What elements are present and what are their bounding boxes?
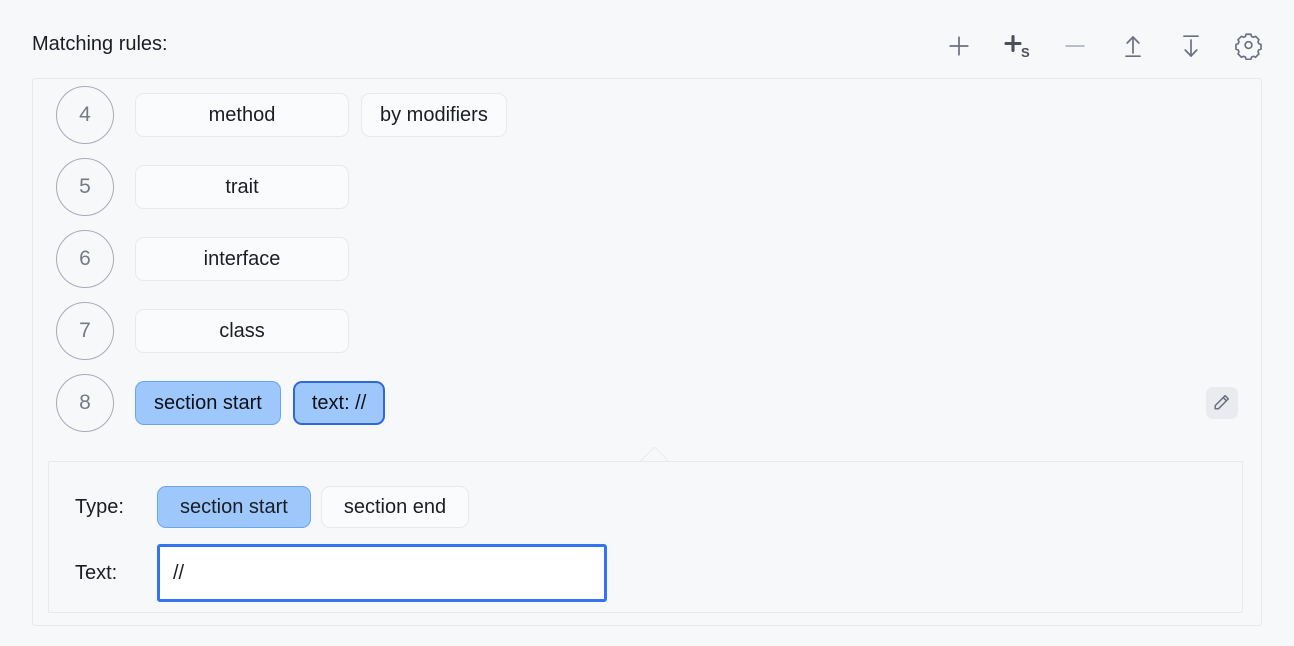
arrow-up-to-line-icon bbox=[1120, 32, 1146, 60]
minus-icon bbox=[1062, 33, 1088, 59]
rule-chip-kind[interactable]: trait bbox=[135, 165, 349, 209]
text-field-row: Text: bbox=[49, 543, 1242, 603]
rule-chip-kind[interactable]: section start bbox=[135, 381, 281, 425]
rule-chip-group: class bbox=[135, 309, 349, 353]
rules-list: 4 method by modifiers 5 trait 6 interfac… bbox=[33, 79, 1261, 439]
rule-chip-text[interactable]: text: // bbox=[292, 381, 386, 425]
plus-s-icon: S bbox=[1002, 32, 1032, 60]
rule-chip-condition[interactable]: by modifiers bbox=[361, 93, 507, 137]
rule-index-badge: 6 bbox=[56, 230, 114, 288]
move-down-button[interactable] bbox=[1176, 31, 1206, 61]
settings-button[interactable] bbox=[1234, 31, 1264, 61]
rule-index-badge: 8 bbox=[56, 374, 114, 432]
text-input[interactable] bbox=[157, 544, 607, 602]
panel-header: Matching rules: S bbox=[0, 0, 1294, 68]
rule-chip-group: trait bbox=[135, 165, 349, 209]
table-row[interactable]: 4 method by modifiers bbox=[33, 79, 1261, 151]
move-up-button[interactable] bbox=[1118, 31, 1148, 61]
svg-text:S: S bbox=[1021, 45, 1030, 60]
table-row[interactable]: 6 interface bbox=[33, 223, 1261, 295]
text-label: Text: bbox=[75, 561, 118, 584]
rule-detail-panel: Type: section start section end Text: bbox=[48, 461, 1243, 613]
type-segmented-control: section start section end bbox=[157, 486, 470, 528]
rule-chip-kind[interactable]: class bbox=[135, 309, 349, 353]
rule-chip-group: method by modifiers bbox=[135, 93, 507, 137]
remove-rule-button[interactable] bbox=[1060, 31, 1090, 61]
type-option-section-end[interactable]: section end bbox=[320, 486, 470, 528]
rules-toolbar: S bbox=[944, 24, 1264, 68]
edit-rule-button[interactable] bbox=[1206, 387, 1238, 419]
table-row[interactable]: 7 class bbox=[33, 295, 1261, 367]
page-title: Matching rules: bbox=[32, 33, 168, 55]
rule-chip-group: section start text: // bbox=[135, 381, 386, 425]
rule-index-badge: 7 bbox=[56, 302, 114, 360]
matching-rules-panel: 4 method by modifiers 5 trait 6 interfac… bbox=[32, 78, 1262, 626]
plus-icon bbox=[946, 33, 972, 59]
add-section-rule-button[interactable]: S bbox=[1002, 31, 1032, 61]
pencil-icon bbox=[1212, 392, 1232, 415]
rule-chip-kind[interactable]: interface bbox=[135, 237, 349, 281]
type-option-section-start[interactable]: section start bbox=[157, 486, 311, 528]
rule-index-badge: 4 bbox=[56, 86, 114, 144]
detail-panel-pointer bbox=[640, 447, 670, 462]
table-row[interactable]: 5 trait bbox=[33, 151, 1261, 223]
arrow-down-to-line-icon bbox=[1178, 32, 1204, 60]
rule-index-badge: 5 bbox=[56, 158, 114, 216]
type-field-row: Type: section start section end bbox=[49, 485, 1242, 529]
add-rule-button[interactable] bbox=[944, 31, 974, 61]
rule-chip-group: interface bbox=[135, 237, 349, 281]
type-label: Type: bbox=[75, 495, 124, 518]
gear-icon bbox=[1235, 32, 1263, 60]
table-row-selected[interactable]: 8 section start text: // bbox=[33, 367, 1261, 439]
rule-chip-kind[interactable]: method bbox=[135, 93, 349, 137]
